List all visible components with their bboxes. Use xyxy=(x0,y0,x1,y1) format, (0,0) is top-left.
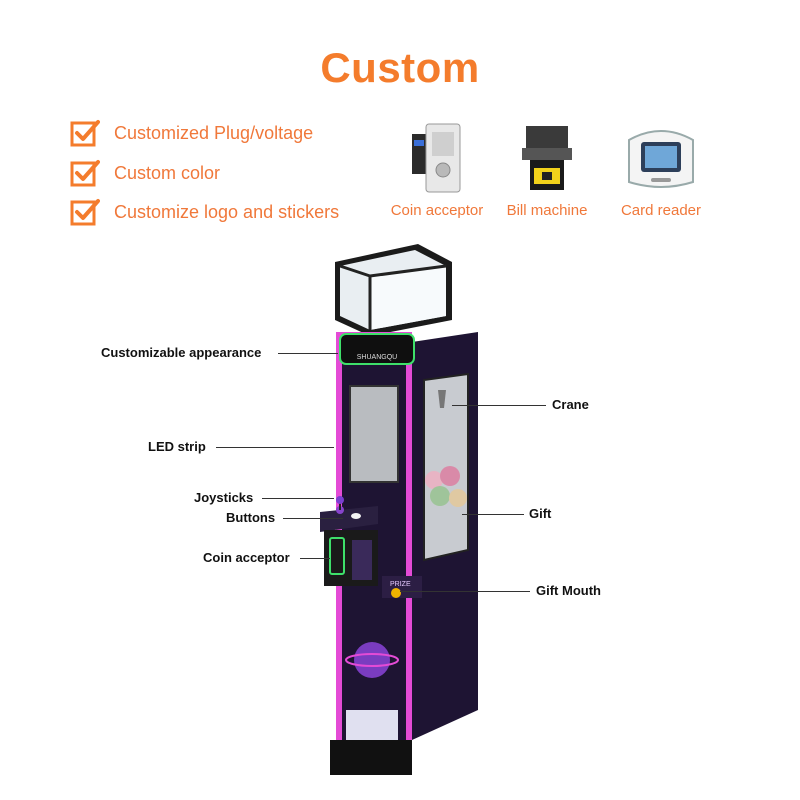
callout-coin-acceptor: Coin acceptor xyxy=(203,550,290,565)
claw-machine-illustration: SHUANGQU PRIZE xyxy=(320,244,478,775)
callout-line xyxy=(216,447,334,448)
card-reader-icon xyxy=(628,130,694,188)
checkbox-checked-icon xyxy=(70,199,100,226)
gift-plush xyxy=(425,471,443,489)
callout-line xyxy=(262,498,334,499)
accessory-bill-machine: Bill machine xyxy=(492,120,602,219)
callout-led-strip: LED strip xyxy=(148,439,206,454)
callout-line xyxy=(278,353,338,354)
feature-label: Customize logo and stickers xyxy=(114,201,340,222)
gift-plush xyxy=(449,489,467,507)
accessory-label: Bill machine xyxy=(506,202,588,219)
feature-label: Custom color xyxy=(114,162,221,183)
crane-claw xyxy=(438,390,446,408)
callout-gift-mouth: Gift Mouth xyxy=(536,583,601,598)
feature-label: Customized Plug/voltage xyxy=(114,122,314,143)
cabinet-base xyxy=(330,740,412,775)
callout-line xyxy=(452,405,546,406)
callout-line xyxy=(300,558,330,559)
accessory-card-reader: Card reader xyxy=(606,120,716,219)
push-button xyxy=(351,513,361,519)
coin-slot xyxy=(329,537,345,575)
page-title: Custom xyxy=(320,44,480,91)
prize-label: PRIZE xyxy=(390,581,411,588)
callout-line xyxy=(283,518,343,519)
gift-plush xyxy=(430,486,450,506)
callout-crane: Crane xyxy=(552,397,589,412)
top-display-box xyxy=(335,244,452,336)
callout-buttons: Buttons xyxy=(226,510,276,525)
accessory-label: Coin acceptor xyxy=(390,202,484,219)
callout-line xyxy=(400,591,530,592)
bill-machine-icon xyxy=(522,126,572,190)
callout-gift: Gift xyxy=(529,506,552,521)
front-glass xyxy=(349,385,399,483)
callout-joysticks: Joysticks xyxy=(194,490,254,505)
decorative-planet xyxy=(354,642,390,678)
logo-plate xyxy=(339,333,415,365)
gift-plush xyxy=(440,466,460,486)
callout-line xyxy=(462,514,524,515)
accessory-label: Card reader xyxy=(620,202,702,219)
feature-item-color: Custom color xyxy=(70,158,220,188)
checkbox-checked-icon xyxy=(70,160,100,187)
gift-mouth xyxy=(391,588,401,598)
callout-appearance: Customizable appearance xyxy=(101,345,262,360)
accessory-coin-acceptor: Coin acceptor xyxy=(382,120,492,219)
feature-item-logo: Customize logo and stickers xyxy=(70,197,339,227)
machine-brand: SHUANGQU xyxy=(357,354,397,361)
coin-acceptor-icon xyxy=(412,123,461,193)
decorative-cloud xyxy=(346,710,398,740)
feature-item-plug: Customized Plug/voltage xyxy=(70,118,313,148)
control-panel xyxy=(320,506,378,532)
checkbox-checked-icon xyxy=(70,120,100,147)
